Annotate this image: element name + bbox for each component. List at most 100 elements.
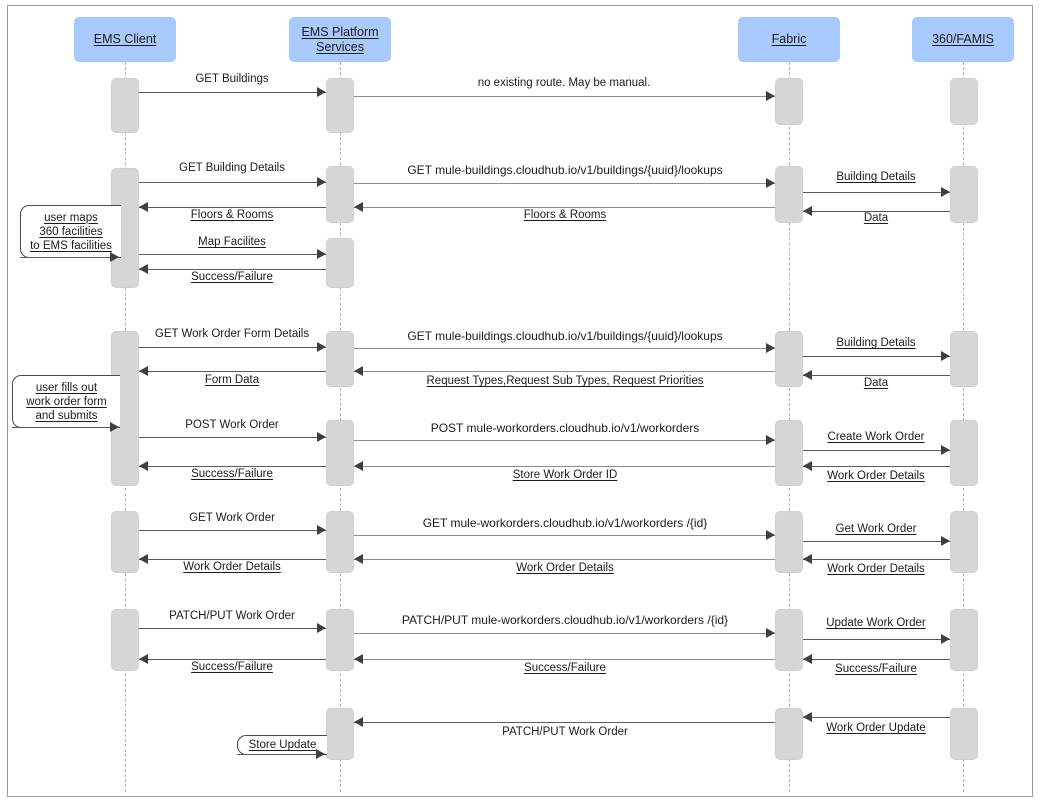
activation-eps-3 xyxy=(326,238,354,288)
actor-label-ems-platform-services-line1: EMS Platform xyxy=(301,24,379,39)
arrow-head-m34 xyxy=(803,654,812,664)
message-label-m26: Work Order Details xyxy=(183,561,281,573)
arrow-head-m26 xyxy=(139,554,148,564)
message-label-m23: GET Work Order xyxy=(189,512,275,524)
arrow-head-m5 xyxy=(941,187,950,197)
actor-label-ems-client: EMS Client xyxy=(93,32,157,46)
actor-label-fabric: Fabric xyxy=(771,32,807,46)
arrow-line-m2 xyxy=(354,96,775,97)
arrow-line-m12 xyxy=(354,348,775,349)
actor-label-famis: 360/FAMIS xyxy=(932,32,994,46)
arrow-line-m16 xyxy=(803,375,950,376)
message-label-m15: Request Types,Request Sub Types, Request… xyxy=(426,375,704,387)
arrow-line-m14 xyxy=(139,371,326,372)
message-label-m10: Success/Failure xyxy=(191,271,273,283)
actor-ems-client[interactable]: EMS Client xyxy=(74,17,176,62)
message-label-m30: PATCH/PUT mule-workorders.cloudhub.io/v1… xyxy=(401,613,729,627)
actor-label-ems-platform-services-line2: Services xyxy=(316,39,364,54)
arrow-head-m10 xyxy=(139,264,148,274)
arrow-head-m13 xyxy=(941,351,950,361)
arrow-head-m36 xyxy=(803,712,812,722)
arrow-head-m18 xyxy=(766,435,775,445)
message-label-m19: Create Work Order xyxy=(827,431,925,443)
arrow-line-m3 xyxy=(139,182,326,183)
arrow-line-m31 xyxy=(803,639,950,640)
arrow-head-m11 xyxy=(317,342,326,352)
message-label-m14: Form Data xyxy=(204,374,260,386)
arrow-head-m19 xyxy=(941,445,950,455)
note-store-update-line1: Store Update xyxy=(248,739,317,751)
activation-famis-1 xyxy=(950,78,978,125)
arrow-head-m25 xyxy=(941,536,950,546)
activation-eps-7 xyxy=(326,609,354,671)
message-label-m5: Building Details xyxy=(836,171,916,183)
message-label-m34: Success/Failure xyxy=(835,663,917,675)
message-label-m7: Floors & Rooms xyxy=(523,209,607,221)
arrow-line-m17 xyxy=(139,437,326,438)
arrow-line-m7 xyxy=(354,207,775,208)
activation-ems-client-1 xyxy=(111,78,139,133)
note-map-facilities-line1: user maps xyxy=(44,211,98,224)
arrow-line-m29 xyxy=(139,628,326,629)
diagram-frame xyxy=(7,5,1033,797)
arrow-head-m8 xyxy=(803,206,812,216)
activation-famis-3 xyxy=(950,331,978,387)
message-label-m8: Data xyxy=(863,212,889,224)
activation-ems-client-4 xyxy=(111,511,139,573)
arrow-head-m23 xyxy=(317,525,326,535)
arrow-head-m6 xyxy=(139,202,148,212)
message-label-m31: Update Work Order xyxy=(826,617,926,629)
arrow-head-m29 xyxy=(317,623,326,633)
message-label-m24: GET mule-workorders.cloudhub.io/v1/worko… xyxy=(422,516,708,530)
message-label-m35: PATCH/PUT Work Order xyxy=(502,726,628,738)
arrow-line-m27 xyxy=(354,559,775,560)
arrow-head-m17 xyxy=(317,432,326,442)
activation-eps-5 xyxy=(326,420,354,486)
activation-fabric-7 xyxy=(775,708,803,760)
arrow-head-m15 xyxy=(354,366,363,376)
note-work-order-form-line3: and submits xyxy=(35,409,98,422)
activation-fabric-4 xyxy=(775,420,803,486)
arrow-line-m8 xyxy=(803,211,950,212)
arrow-line-m4 xyxy=(354,183,775,184)
arrow-line-m15 xyxy=(354,371,775,372)
arrow-head-m35 xyxy=(354,717,363,727)
arrow-line-m13 xyxy=(803,356,950,357)
note-map-facilities-arrow xyxy=(110,252,119,262)
message-label-m25: Get Work Order xyxy=(835,523,917,535)
message-label-m22: Work Order Details xyxy=(827,470,925,482)
note-work-order-form-line2: work order form xyxy=(26,395,107,408)
activation-fabric-2 xyxy=(775,166,803,223)
arrow-line-m30 xyxy=(354,633,775,634)
arrow-head-m33 xyxy=(354,654,363,664)
message-label-m20: Success/Failure xyxy=(191,468,273,480)
activation-fabric-5 xyxy=(775,511,803,573)
arrow-line-m26 xyxy=(139,559,326,560)
arrow-head-m32 xyxy=(139,654,148,664)
arrow-line-m28 xyxy=(803,559,950,560)
note-work-order-form-line1: user fills out xyxy=(35,381,98,394)
actor-ems-platform-services[interactable]: EMS Platform Services xyxy=(289,17,391,62)
arrow-line-m23 xyxy=(139,530,326,531)
arrow-head-m20 xyxy=(139,461,148,471)
activation-eps-1 xyxy=(326,78,354,133)
arrow-head-m27 xyxy=(354,554,363,564)
actor-fabric[interactable]: Fabric xyxy=(738,17,840,62)
arrow-line-m19 xyxy=(803,450,950,451)
arrow-line-m21 xyxy=(354,466,775,467)
message-label-m32: Success/Failure xyxy=(191,661,273,673)
message-label-m21: Store Work Order ID xyxy=(512,469,618,481)
activation-famis-7 xyxy=(950,708,978,760)
activation-famis-4 xyxy=(950,420,978,486)
message-label-m36: Work Order Update xyxy=(826,722,926,734)
arrow-line-m6 xyxy=(139,207,326,208)
message-label-m27: Work Order Details xyxy=(516,562,614,574)
arrow-line-m20 xyxy=(139,466,326,467)
note-store-update: Store Update xyxy=(237,735,327,755)
activation-famis-2 xyxy=(950,166,978,223)
arrow-line-m34 xyxy=(803,659,950,660)
actor-famis[interactable]: 360/FAMIS xyxy=(912,17,1014,62)
arrow-head-m22 xyxy=(803,461,812,471)
message-label-m17: POST Work Order xyxy=(185,419,279,431)
